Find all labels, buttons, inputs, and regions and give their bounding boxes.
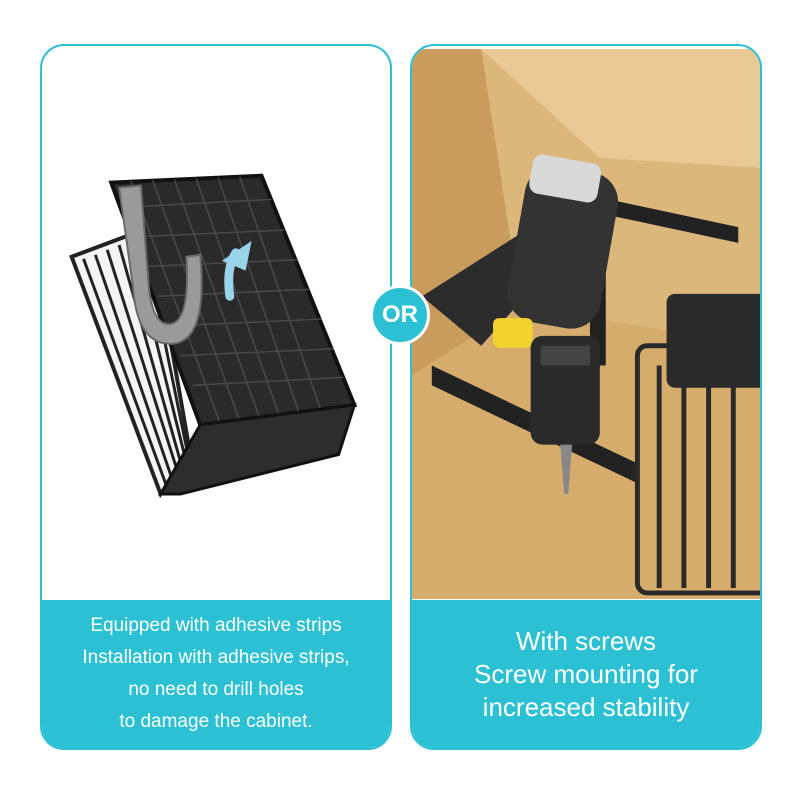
cabinet-top-wall [481, 49, 760, 168]
adhesive-install-panel: Equipped with adhesive strips Installati… [40, 44, 392, 750]
curved-arrow-icon [221, 240, 252, 301]
screw-install-panel: With screws Screw mounting for increased… [410, 44, 762, 750]
caption-line: to damage the cabinet. [119, 711, 313, 732]
caption-line: increased stability [482, 691, 690, 722]
screw-caption: With screws Screw mounting for increased… [412, 600, 760, 748]
power-drill [421, 154, 619, 495]
drill-cabinet-illustration [412, 49, 760, 599]
caption-line: With screws [515, 625, 657, 656]
basket-back-illustration [69, 173, 358, 499]
caption-line: Equipped with adhesive strips [90, 615, 342, 636]
caption-line: Screw mounting for [474, 658, 698, 689]
caption-line: Installation with adhesive strips, [82, 647, 350, 668]
caption-line: no need to drill holes [128, 679, 304, 700]
installed-basket [634, 293, 760, 596]
or-separator-badge: OR [370, 285, 430, 345]
hanging-hook [117, 184, 203, 345]
basket-front-panel [158, 403, 357, 496]
adhesive-caption: Equipped with adhesive strips Installati… [42, 600, 390, 748]
